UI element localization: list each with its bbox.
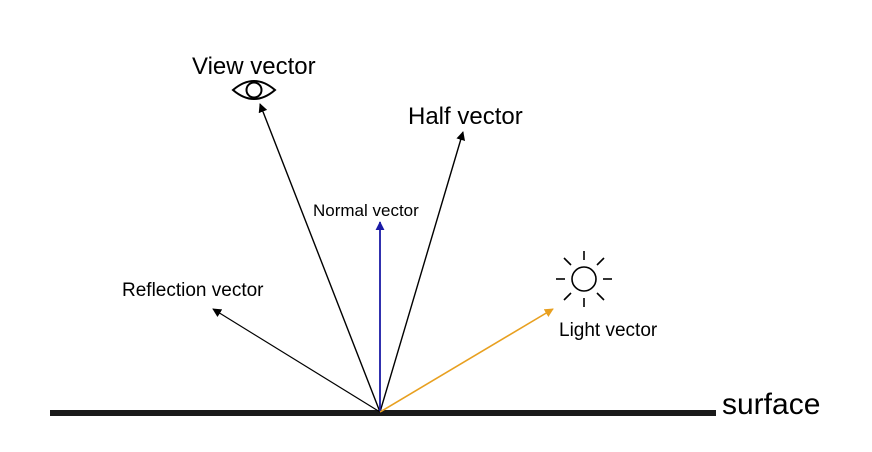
- half-vector-label: Half vector: [408, 103, 523, 130]
- sun-icon: [556, 251, 612, 307]
- eye-icon: [231, 80, 277, 100]
- light-vector-arrow: [379, 308, 554, 413]
- half-vector-arrow: [379, 131, 466, 413]
- view-vector-label: View vector: [192, 53, 316, 80]
- surface-label: surface: [722, 388, 820, 421]
- reflection-vector-arrow: [212, 308, 381, 413]
- light-vector-label: Light vector: [559, 320, 658, 341]
- normal-vector-label: Normal vector: [313, 201, 419, 220]
- reflection-vector-label: Reflection vector: [122, 280, 264, 301]
- view-vector-arrow: [258, 103, 381, 413]
